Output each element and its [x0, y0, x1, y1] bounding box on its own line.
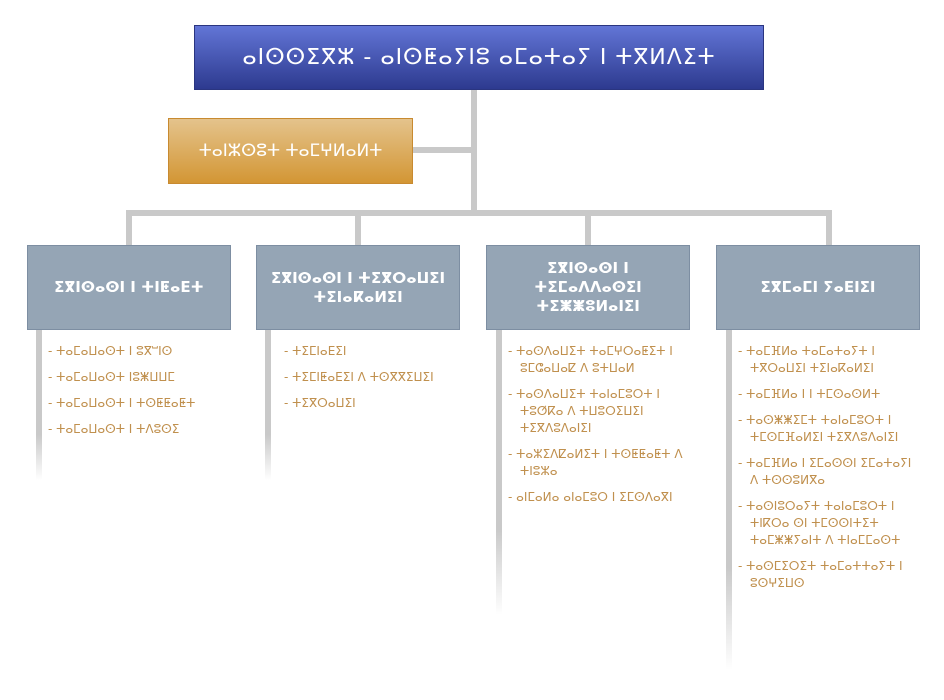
- sub-list-3: ⵜⴰⵙⴷⴰⵡⵉⵜ ⵜⴰⵎⵖⵔⴰⵟⵉⵜ ⵏ ⵓⵎⵛⴰⵡⴰⵇ ⴷ ⵓⵜⵡⴰⵍ ⵜⴰⵙⴷ…: [508, 343, 688, 515]
- list-item: ⵜⴰⵙⵏⵓⵔⴰⵢⵜ ⵜⴰⵏⴰⵎⵓⵔⵜ ⵏ ⵜⵏⴽⵔⴰ ⵙⵏ ⵜⵎⵙⵙⵏⵜⵉⵜ ⵜ…: [738, 498, 918, 549]
- sub-list-4: ⵜⴰⵎⴼⵍⴰ ⵜⴰⵎⴰⵜⴰⵢⵜ ⵏ ⵜⴳⵔⴰⵡⵉⵏ ⵜⵉⵏⴰⴽⴰⵍⵉⵏ ⵜⴰⵎⴼⵍ…: [738, 343, 918, 601]
- department-node-2: ⵉⴳⵏⵙⴰⵙⵏ ⵏ ⵜⵉⴳⵔⴰⵡⵉⵏ ⵜⵉⵏⴰⴽⴰⵍⵉⵏ: [256, 245, 460, 330]
- list-item: ⵜⴰⵎⴰⵡⴰⵙⵜ ⵏⵓⵥⵡⵡⵎ: [48, 369, 228, 386]
- sub-list-2: ⵜⵉⵎⵏⴰⴹⵉⵏ ⵜⵉⵎⵏⵟⴰⴹⵉⵏ ⴷ ⵜⵙⴳⴳⵉⵡⵉⵏ ⵜⵉⴳⵔⴰⵡⵉⵏ: [284, 343, 464, 421]
- list-item: ⵜⵉⵎⵏⴰⴹⵉⵏ: [284, 343, 464, 360]
- connector-trunk: [471, 90, 477, 216]
- list-item: ⵜⴰⵎⴰⵡⴰⵙⵜ ⵏ ⵓⴳⵯⵏⵙ: [48, 343, 228, 360]
- list-rail-1: [36, 330, 42, 480]
- list-rail-4: [726, 330, 732, 670]
- list-item: ⵜⵉⵎⵏⵟⴰⴹⵉⵏ ⴷ ⵜⵙⴳⴳⵉⵡⵉⵏ: [284, 369, 464, 386]
- department-node-1: ⵉⴳⵏⵙⴰⵙⵏ ⵏ ⵜⵏⵟⴰⴹⵜ: [27, 245, 231, 330]
- list-item: ⴰⵏⵎⴰⵍⴰ ⴰⵏⴰⵎⵓⵔ ⵏ ⵉⵎⵙⴷⴰⴳⵏ: [508, 489, 688, 506]
- list-item: ⵜⴰⵙⴷⴰⵡⵉⵜ ⵜⴰⵏⴰⵎⵓⵔⵜ ⵏ ⵜⵓⵚⴽⴰ ⴷ ⵜⵡⵓⵔⵉⵡⵉⵏ ⵜⵉⴳ…: [508, 386, 688, 437]
- assistant-node: ⵜⴰⵏⵣⵙⵓⵜ ⵜⴰⵎⵖⵍⴰⵍⵜ: [168, 118, 413, 184]
- department-node-4: ⵉⴳⵎⴰⵎⵏ ⵢⴰⴹⵏⵉⵏ: [716, 245, 920, 330]
- list-item: ⵜⴰⵙⵎⵉⵔⵉⵜ ⵜⴰⵎⴰⵜⵜⴰⵢⵜ ⵏ ⵓⵙⵖⵉⵡⵙ: [738, 558, 918, 592]
- list-item: ⵜⴰⵣⵉⴷⵇⴰⵍⵉⵜ ⵏ ⵜⵙⵟⵟⴰⵟⵜ ⴷ ⵜⵏⵓⵣⴰ: [508, 446, 688, 480]
- list-rail-3: [496, 330, 502, 615]
- list-item: ⵜⴰⵙⴷⴰⵡⵉⵜ ⵜⴰⵎⵖⵔⴰⵟⵉⵜ ⵏ ⵓⵎⵛⴰⵡⴰⵇ ⴷ ⵓⵜⵡⴰⵍ: [508, 343, 688, 377]
- list-rail-2: [265, 330, 271, 480]
- department-node-3: ⵉⴳⵏⵙⴰⵙⵏ ⵏ ⵜⵉⵎⴰⴷⴷⴰⵙⵉⵏ ⵜⵉⵥⵥⵓⵍⴰⵏⵉⵏ: [486, 245, 690, 330]
- connector-dept-2: [355, 210, 361, 246]
- list-item: ⵜⴰⵙⵥⵥⵉⵎⵜ ⵜⴰⵏⴰⵎⵓⵔⵜ ⵏ ⵜⵎⵙⵎⴼⴰⵍⵉⵏ ⵜⵉⴳⴷⵓⴷⴰⵏⵉⵏ: [738, 412, 918, 446]
- list-item: ⵜⴰⵎⴼⵍⴰ ⵏ ⵉⵎⴰⵙⵙⵏ ⵉⵎⴰⵜⴰⵢⵏ ⴷ ⵜⵙⵙⵓⵍⴳⴰ: [738, 455, 918, 489]
- sub-list-1: ⵜⴰⵎⴰⵡⴰⵙⵜ ⵏ ⵓⴳⵯⵏⵙ ⵜⴰⵎⴰⵡⴰⵙⵜ ⵏⵓⵥⵡⵡⵎ ⵜⴰⵎⴰⵡⴰⵙⵜ …: [48, 343, 228, 447]
- top-node-title: ⴰⵏⵙⵙⵉⴳⵣ - ⴰⵏⵙⵟⴰⵢⵏⵓ ⴰⵎⴰⵜⴰⵢ ⵏ ⵜⴳⵍⴷⵉⵜ: [194, 25, 764, 90]
- list-item: ⵜⴰⵎⴼⵍⴰ ⵏ ⵏ ⵜⵎⵙⴰⵙⵍⵜ: [738, 386, 918, 403]
- list-item: ⵜⴰⵎⴰⵡⴰⵙⵜ ⵏ ⵜⴷⵓⵙⵉ: [48, 421, 228, 438]
- list-item: ⵜⴰⵎⴼⵍⴰ ⵜⴰⵎⴰⵜⴰⵢⵜ ⵏ ⵜⴳⵔⴰⵡⵉⵏ ⵜⵉⵏⴰⴽⴰⵍⵉⵏ: [738, 343, 918, 377]
- connector-assistant: [413, 147, 473, 153]
- connector-horizontal: [126, 210, 832, 216]
- connector-dept-1: [126, 210, 132, 246]
- list-item: ⵜⴰⵎⴰⵡⴰⵙⵜ ⵏ ⵜⵙⵟⵟⴰⵟⵜ: [48, 395, 228, 412]
- connector-dept-4: [826, 210, 832, 246]
- list-item: ⵜⵉⴳⵔⴰⵡⵉⵏ: [284, 395, 464, 412]
- connector-dept-3: [585, 210, 591, 246]
